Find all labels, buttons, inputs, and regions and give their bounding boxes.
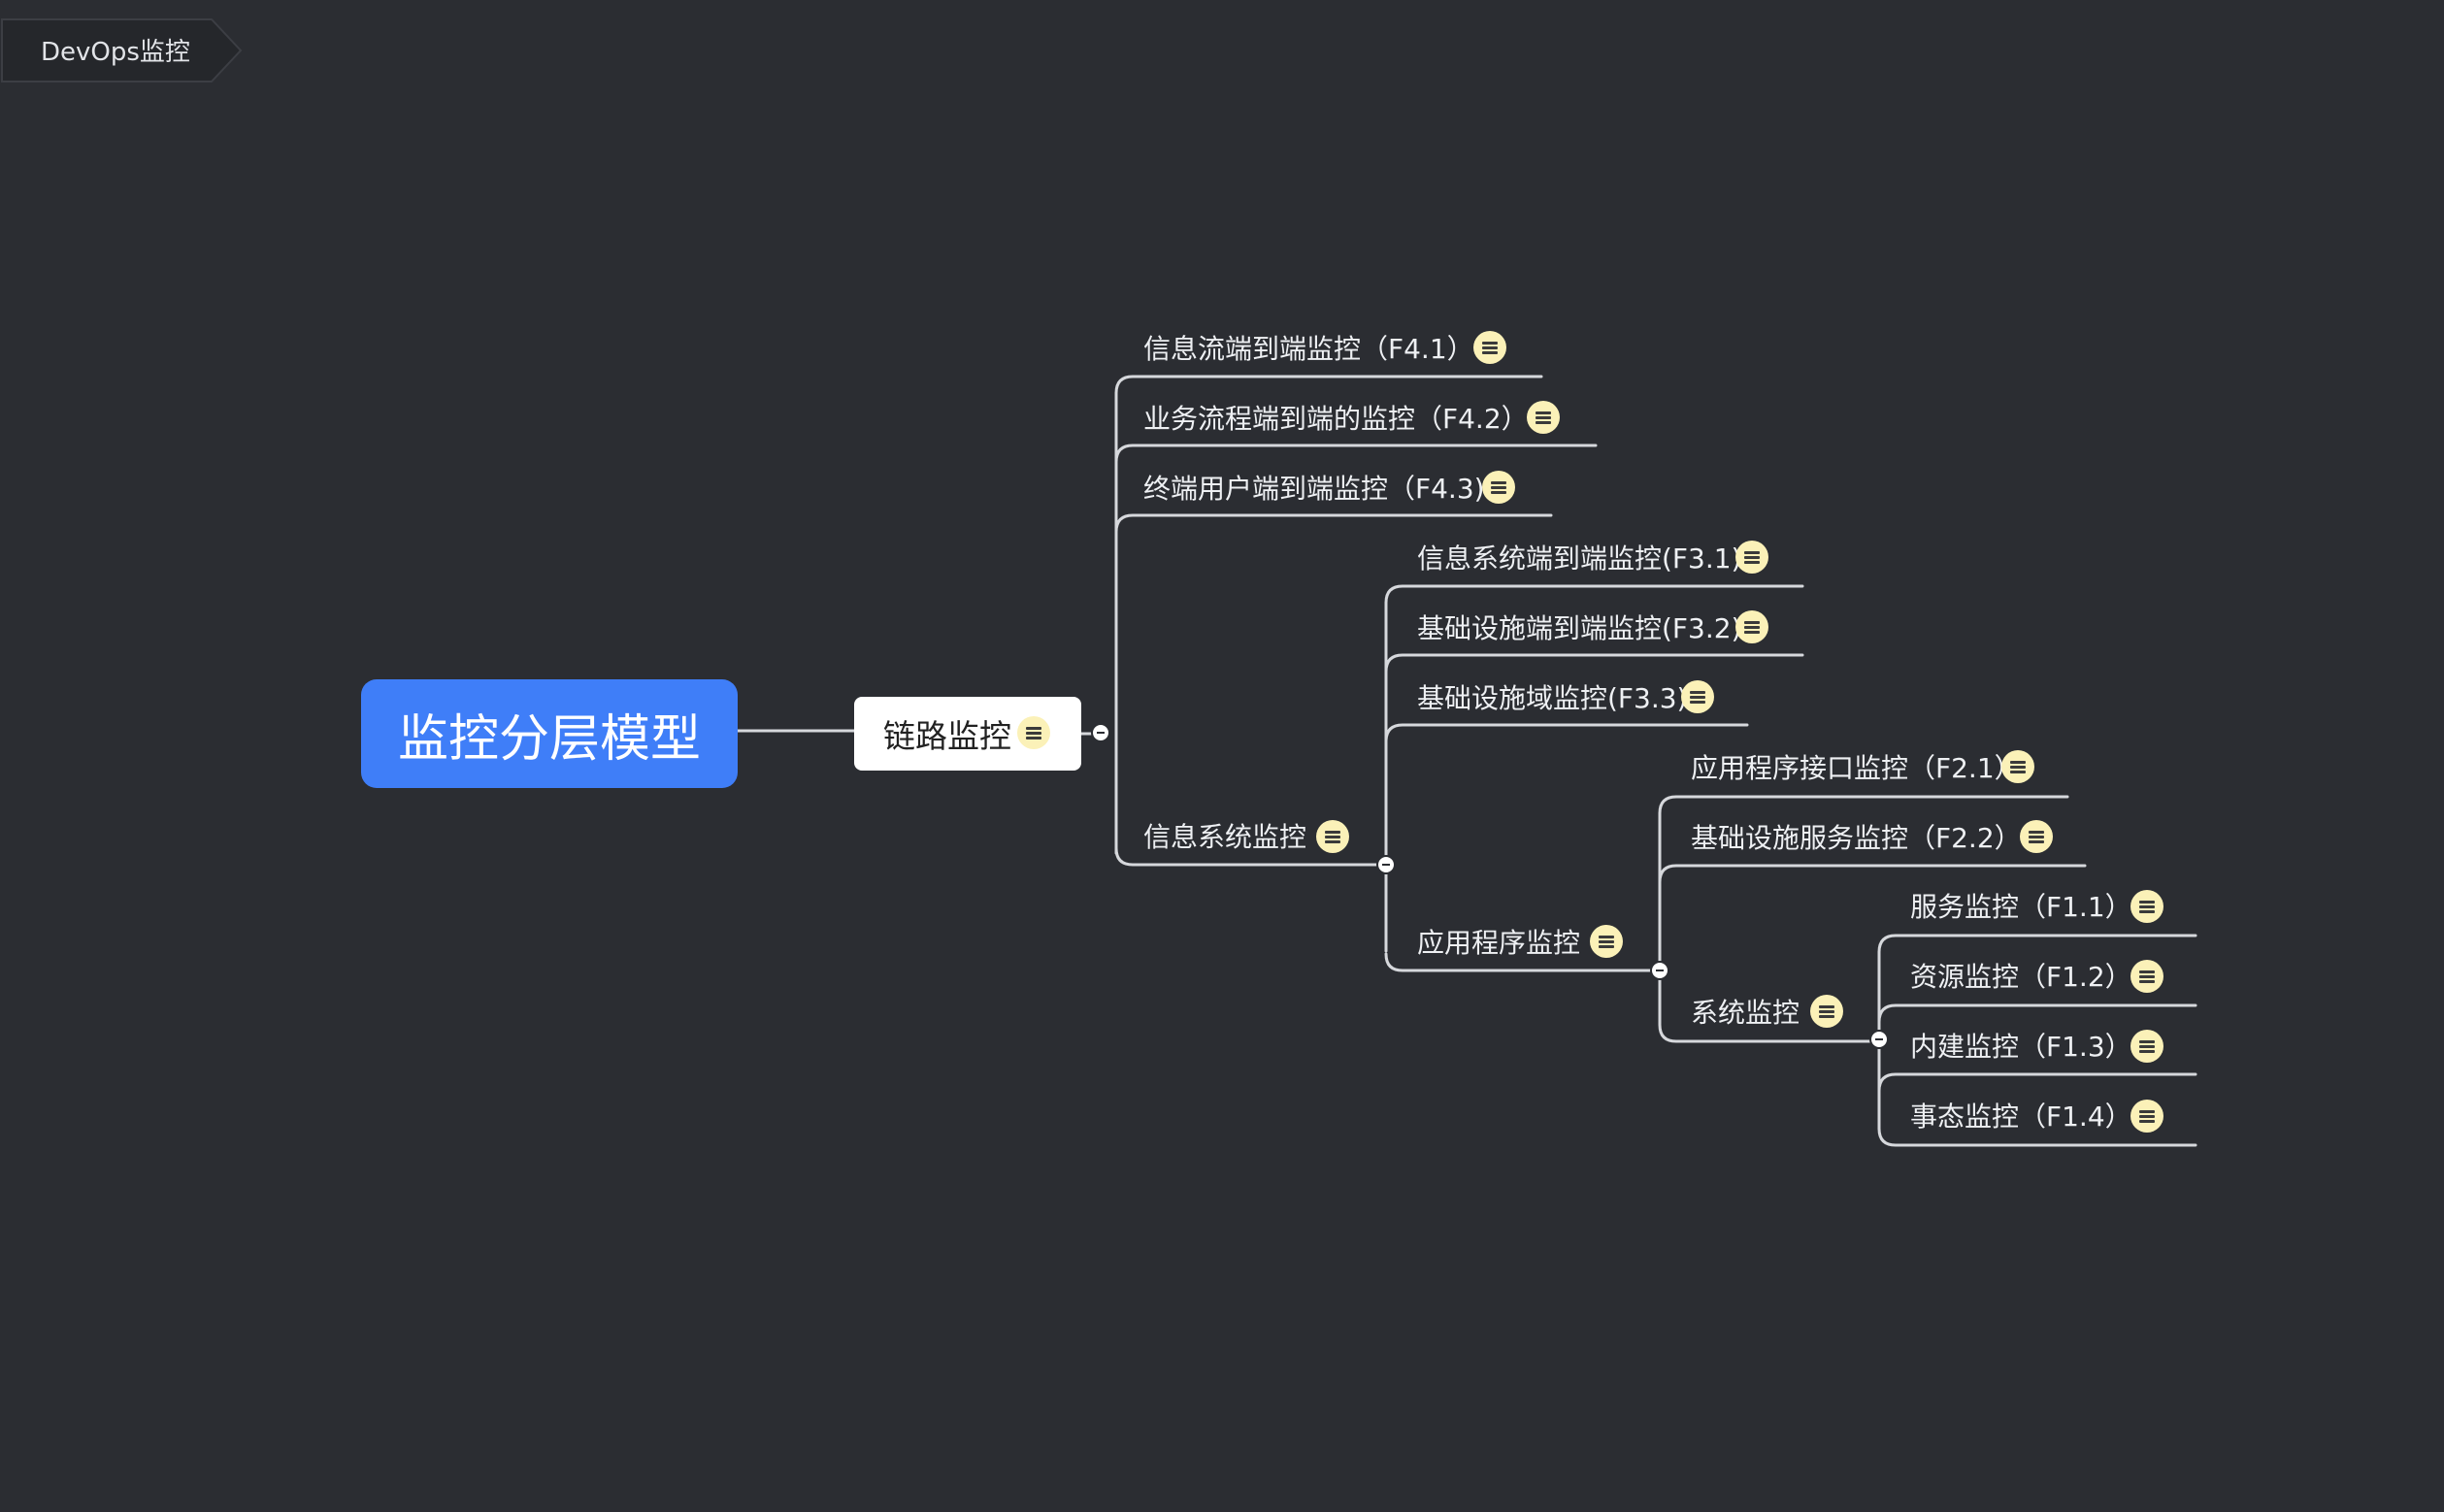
note-icon[interactable] — [2130, 890, 2163, 923]
topic-label: 事态监控（F1.4） — [1910, 1101, 2132, 1133]
topic-label: 应用程序接口监控（F2.1） — [1691, 752, 2022, 784]
collapse-toggle[interactable] — [1869, 1030, 1889, 1049]
topic-label: 服务监控（F1.1） — [1910, 891, 2132, 923]
topic-label: 基础设施端到端监控(F3.2) — [1417, 612, 1742, 644]
note-icon[interactable] — [2130, 960, 2163, 993]
note-icon[interactable] — [1017, 716, 1050, 749]
sheet-tab-shape — [1, 18, 243, 82]
topic-app-monitoring[interactable]: 应用程序监控 — [1417, 924, 1580, 963]
collapse-toggle[interactable] — [1650, 961, 1669, 980]
topic-f4-2[interactable]: 业务流程端到端的监控（F4.2） — [1143, 400, 1529, 439]
topic-f1-1[interactable]: 服务监控（F1.1） — [1910, 888, 2132, 927]
note-icon[interactable] — [1482, 471, 1515, 504]
topic-label: 信息系统监控 — [1143, 821, 1307, 853]
topic-f1-4[interactable]: 事态监控（F1.4） — [1910, 1098, 2132, 1136]
topic-f4-1[interactable]: 信息流端到端监控（F4.1） — [1143, 330, 1474, 369]
note-icon[interactable] — [1681, 680, 1714, 713]
topic-label: 终端用户端到端监控（F4.3) — [1143, 473, 1485, 505]
note-icon[interactable] — [1810, 995, 1843, 1028]
note-icon[interactable] — [2130, 1100, 2163, 1133]
collapse-toggle[interactable] — [1376, 855, 1396, 874]
topic-label: 链路监控 — [883, 717, 1011, 755]
topic-label: 内建监控（F1.3） — [1910, 1031, 2132, 1063]
note-icon[interactable] — [1590, 925, 1623, 958]
topic-label: 基础设施服务监控（F2.2） — [1691, 822, 2022, 854]
topic-label: 应用程序监控 — [1417, 927, 1581, 959]
sheet-tab-label: DevOps监控 — [41, 38, 190, 67]
topic-label: 业务流程端到端的监控（F4.2） — [1143, 403, 1529, 435]
collapse-toggle[interactable] — [1091, 723, 1110, 742]
topic-f3-1[interactable]: 信息系统端到端监控(F3.1) — [1417, 540, 1741, 578]
topic-f3-3[interactable]: 基础设施域监控(F3.3) — [1417, 679, 1687, 718]
topic-info-system-monitoring[interactable]: 信息系统监控 — [1143, 818, 1306, 857]
note-icon[interactable] — [1735, 541, 1768, 574]
topic-f4-3[interactable]: 终端用户端到端监控（F4.3) — [1143, 470, 1485, 509]
topic-label: 基础设施域监控(F3.3) — [1417, 682, 1688, 714]
topic-f2-1[interactable]: 应用程序接口监控（F2.1） — [1691, 749, 2022, 788]
note-icon[interactable] — [2130, 1030, 2163, 1063]
topic-label: 信息流端到端监控（F4.1） — [1143, 333, 1474, 365]
note-icon[interactable] — [2001, 750, 2034, 783]
note-icon[interactable] — [2020, 820, 2053, 853]
topic-f3-2[interactable]: 基础设施端到端监控(F3.2) — [1417, 609, 1741, 648]
topic-f2-2[interactable]: 基础设施服务监控（F2.2） — [1691, 819, 2022, 858]
note-icon[interactable] — [1735, 610, 1768, 643]
topic-label: 信息系统端到端监控(F3.1) — [1417, 542, 1742, 575]
topic-f1-2[interactable]: 资源监控（F1.2） — [1910, 958, 2132, 997]
topic-system-monitoring[interactable]: 系统监控 — [1691, 994, 1800, 1033]
note-icon[interactable] — [1527, 401, 1560, 434]
topic-label: 系统监控 — [1691, 997, 1800, 1029]
note-icon[interactable] — [1316, 820, 1349, 853]
central-topic[interactable]: 监控分层模型 — [361, 679, 738, 788]
topic-label: 资源监控（F1.2） — [1910, 961, 2132, 993]
topic-f1-3[interactable]: 内建监控（F1.3） — [1910, 1028, 2132, 1067]
topic-link-monitoring[interactable]: 链路监控 — [854, 697, 1081, 771]
sheet-tab[interactable]: DevOps监控 — [0, 17, 243, 82]
note-icon[interactable] — [1473, 331, 1506, 364]
